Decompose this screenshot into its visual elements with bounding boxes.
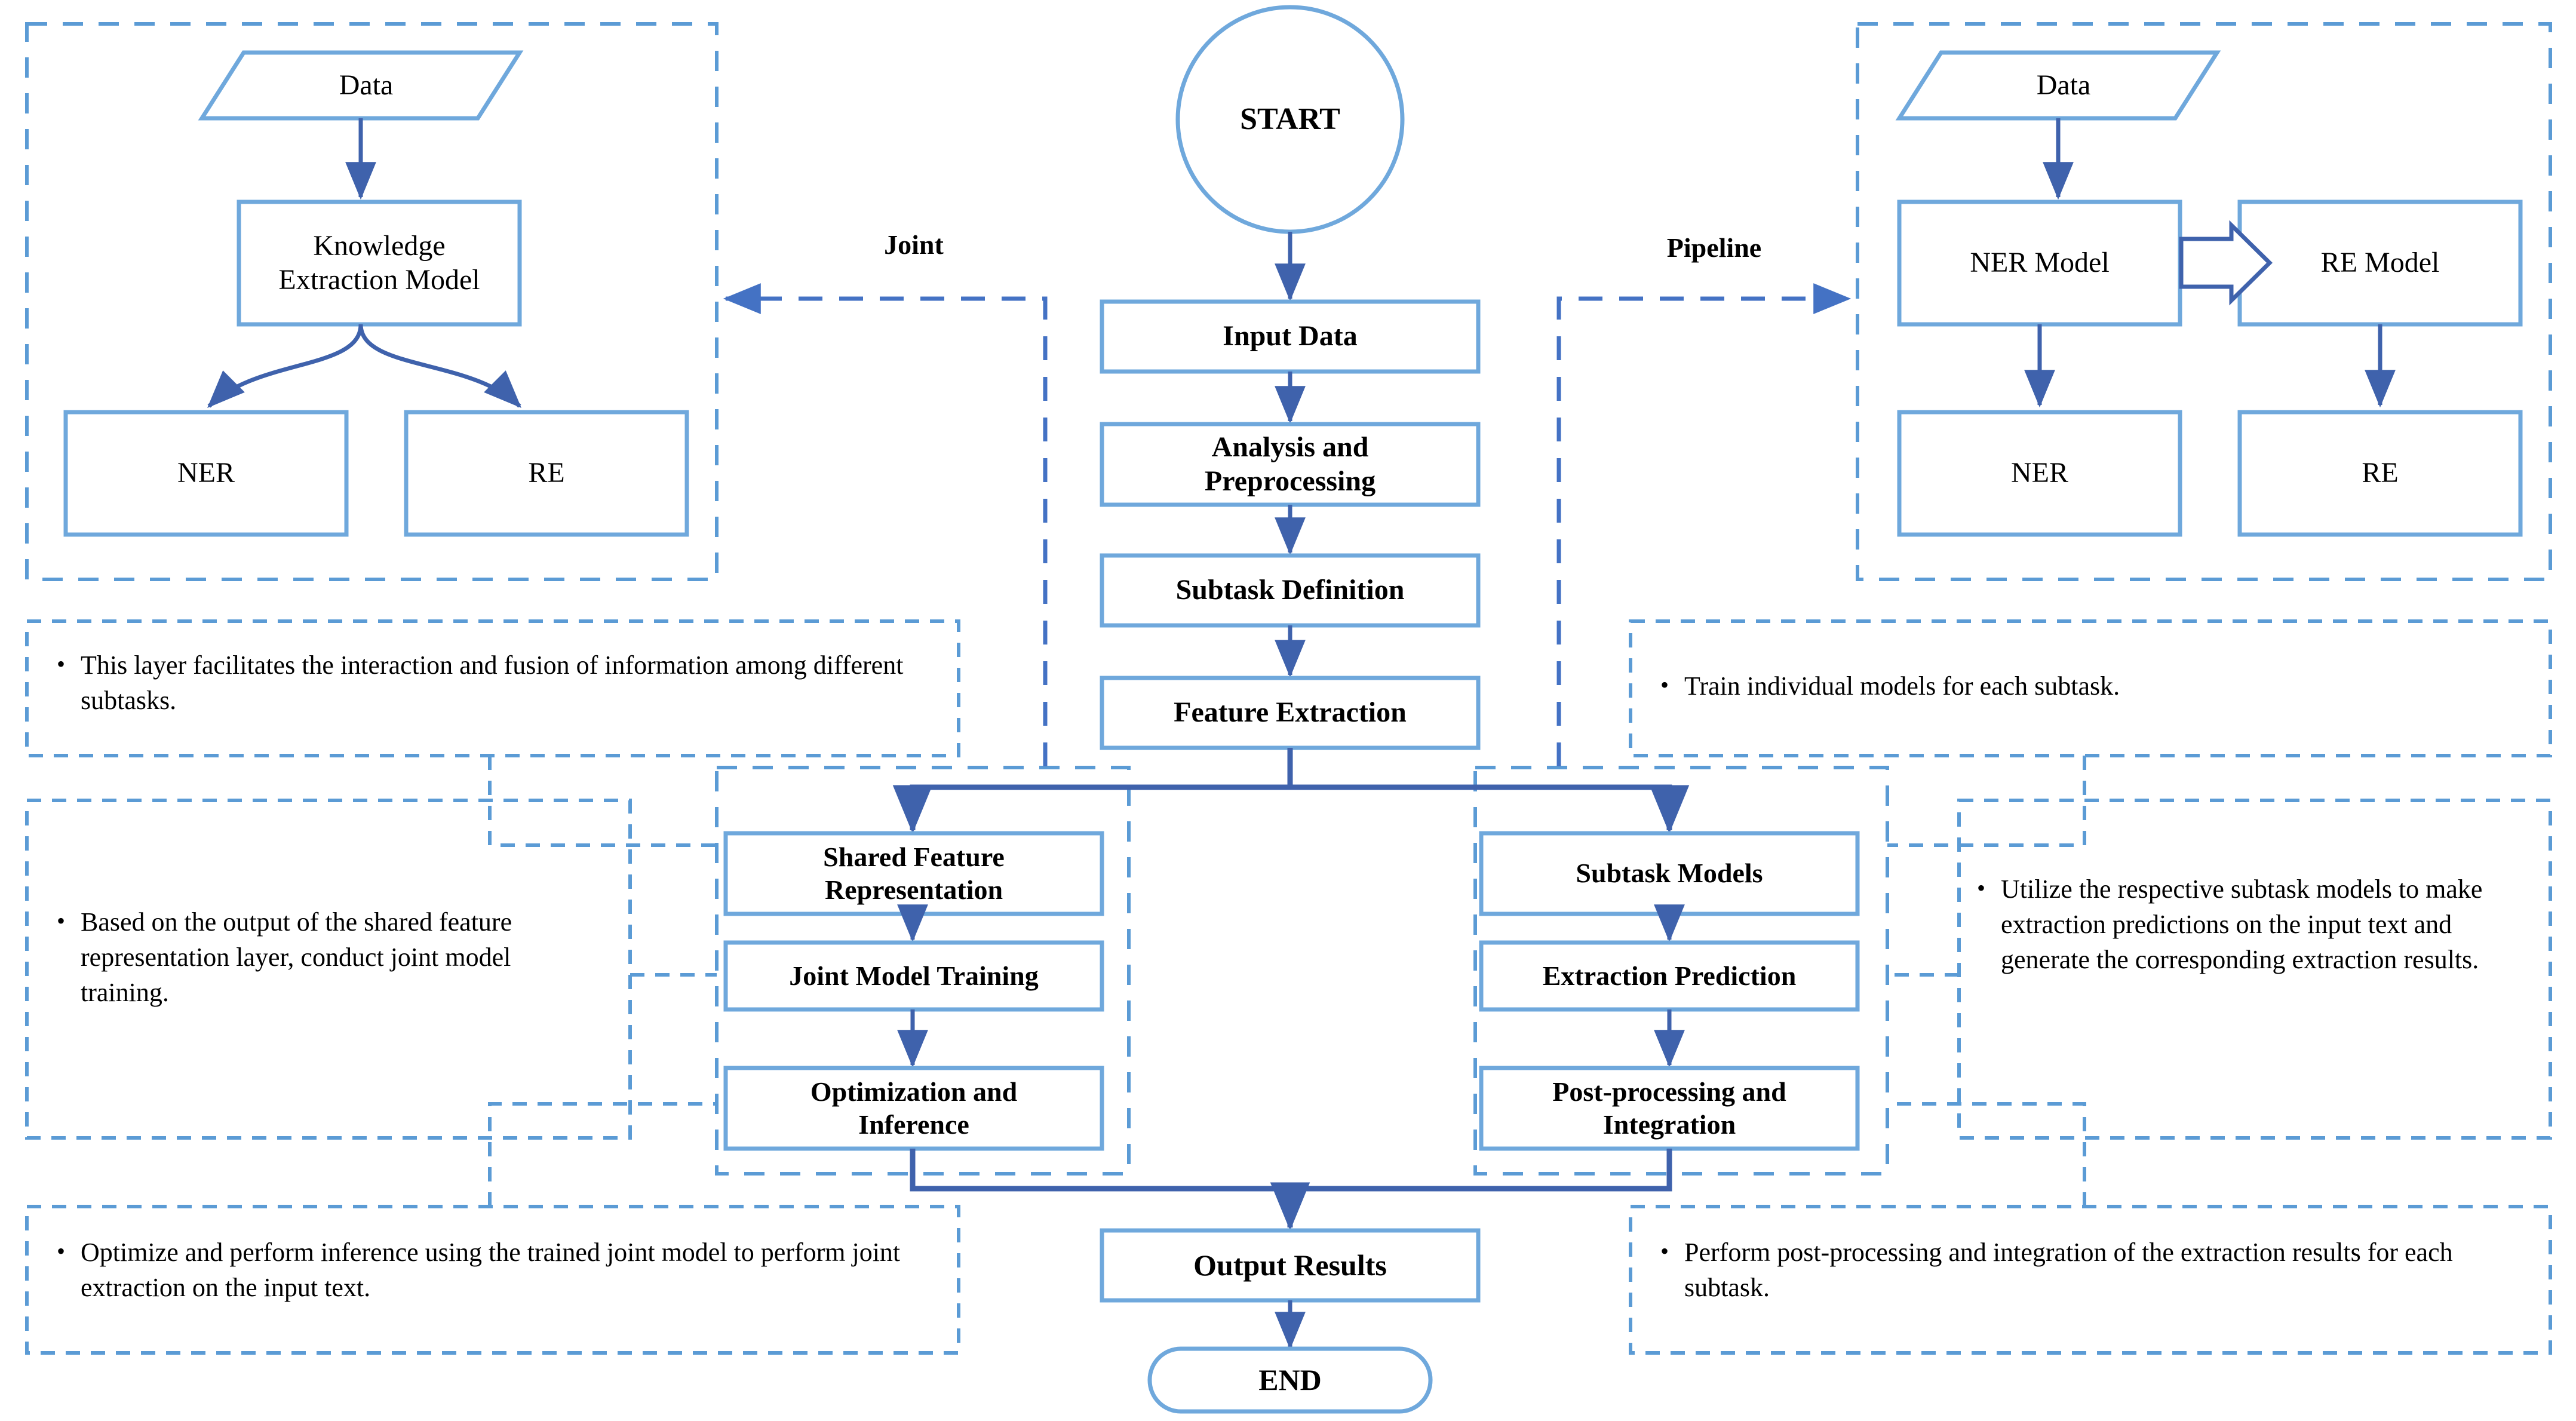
note-pipeline-train: • Train individual models for each subta… [1660, 669, 2509, 704]
pipeline-data-parallelogram [1895, 50, 2221, 121]
kem-line2: Extraction Model [278, 263, 480, 296]
analysis-line1: Analysis and [1211, 431, 1369, 463]
connector-note-post-to-box [1887, 1102, 2086, 1207]
pipeline-re-label: RE [2362, 457, 2399, 489]
end-capsule [1147, 1346, 1433, 1414]
joint-mode-label: Joint [884, 229, 944, 260]
optimization-inference-label: Optimization and Inference [726, 1068, 1102, 1149]
output-results-label: Output Results [1193, 1248, 1387, 1282]
note-joint-optimize-box [25, 1205, 960, 1355]
output-results-box [1100, 1228, 1481, 1303]
bullet-icon: • [57, 907, 66, 934]
connector-note-shared-to-box [488, 756, 717, 847]
pipeline-ner-label: NER [2011, 457, 2068, 489]
input-data-label: Input Data [1223, 320, 1358, 352]
postprocessing-integration-label: Post-processing and Integration [1481, 1068, 1857, 1149]
oi-line2: Inference [858, 1109, 969, 1140]
feature-split-connector [892, 748, 1293, 834]
feature-split-connector-right [1290, 784, 1690, 834]
joint-model-to-ner-curve [207, 324, 363, 408]
knowledge-extraction-model-box [237, 200, 522, 327]
feature-extraction-label: Feature Extraction [1174, 696, 1407, 729]
connector-note-train-to-box [1887, 756, 2086, 847]
joint-merge-connector [910, 1149, 1290, 1192]
note-pipeline-post-text: Perform post-processing and integration … [1684, 1238, 2453, 1302]
pipeline-top-container [1856, 22, 2552, 581]
joint-ner-box [63, 410, 349, 537]
note-pipeline-predict-box [1957, 799, 2552, 1140]
note-pipeline-train-text: Train individual models for each subtask… [1684, 671, 2120, 701]
joint-model-to-re-curve [358, 324, 521, 408]
analysis-preprocessing-label: Analysis and Preprocessing [1102, 424, 1478, 505]
pipeline-merge-connector [1290, 1149, 1672, 1192]
re-model-label: RE Model [2320, 247, 2440, 279]
note-pipeline-post: • Perform post-processing and integratio… [1660, 1235, 2520, 1306]
end-label: END [1258, 1363, 1322, 1397]
bullet-icon: • [1660, 1238, 1669, 1265]
extraction-prediction-label: Extraction Prediction [1542, 960, 1797, 991]
joint-data-parallelogram [198, 50, 524, 121]
pipeline-mode-label: Pipeline [1666, 232, 1762, 263]
joint-re-label: RE [528, 457, 565, 489]
subtask-models-box [1479, 831, 1860, 916]
connector-featext-to-joint-top [723, 283, 1048, 766]
joint-top-container [25, 22, 719, 581]
subtask-models-label: Subtask Models [1576, 858, 1763, 889]
note-joint-training-text: Based on the output of the shared featur… [81, 907, 512, 1007]
bullet-icon: • [57, 650, 66, 677]
bullet-icon: • [1977, 874, 1986, 901]
knowledge-extraction-model-label: Knowledge Extraction Model [239, 202, 520, 324]
note-pipeline-predict: • Utilize the respective subtask models … [1977, 872, 2529, 978]
joint-model-training-label: Joint Model Training [789, 960, 1039, 991]
note-joint-optimize-text: Optimize and perform inference using the… [81, 1238, 901, 1302]
joint-ner-label: NER [177, 457, 235, 489]
bullet-icon: • [1660, 671, 1669, 698]
analysis-preprocessing-box [1100, 422, 1481, 507]
joint-data-label: Data [339, 69, 394, 101]
pi-line2: Integration [1602, 1109, 1736, 1140]
postprocessing-integration-box [1479, 1066, 1860, 1151]
sfr-line1: Shared Feature [823, 842, 1005, 873]
note-pipeline-train-box [1629, 619, 2552, 757]
ner-to-re-block-arrow [2179, 220, 2273, 306]
start-label: START [1240, 102, 1340, 137]
note-joint-shared-box [25, 619, 960, 757]
feature-extraction-box [1100, 676, 1481, 750]
note-joint-shared: • This layer facilitates the interaction… [57, 648, 905, 719]
kem-line1: Knowledge [313, 229, 446, 262]
pipeline-branch-container [1473, 766, 1889, 1176]
extraction-prediction-box [1479, 940, 1860, 1012]
connector-featext-to-pipeline-top [1556, 283, 1852, 766]
subtask-definition-label: Subtask Definition [1175, 574, 1405, 606]
oi-line1: Optimization and [810, 1076, 1018, 1107]
ner-model-box [1897, 200, 2182, 327]
analysis-line2: Preprocessing [1204, 465, 1376, 497]
shared-feature-representation-label: Shared Feature Representation [726, 833, 1102, 914]
pipeline-re-box [2237, 410, 2523, 537]
pi-line1: Post-processing and [1552, 1076, 1786, 1107]
note-joint-training: • Based on the output of the shared feat… [57, 905, 597, 1011]
note-pipeline-predict-text: Utilize the respective subtask models to… [2001, 874, 2483, 974]
note-joint-training-box [25, 799, 632, 1140]
connector-note-optimize-to-box [488, 1102, 717, 1207]
note-joint-shared-text: This layer facilitates the interaction a… [81, 650, 904, 715]
bullet-icon: • [57, 1238, 66, 1265]
sfr-line2: Representation [824, 874, 1003, 905]
ner-model-label: NER Model [1970, 247, 2110, 279]
pipeline-ner-box [1897, 410, 2182, 537]
joint-re-box [404, 410, 689, 537]
note-joint-optimize: • Optimize and perform inference using t… [57, 1235, 917, 1306]
joint-branch-container [715, 766, 1131, 1176]
input-data-box [1100, 299, 1481, 374]
optimization-inference-box [723, 1066, 1104, 1151]
pipeline-data-label: Data [2036, 69, 2091, 101]
joint-model-training-box [723, 940, 1104, 1012]
note-pipeline-post-box [1629, 1205, 2552, 1355]
